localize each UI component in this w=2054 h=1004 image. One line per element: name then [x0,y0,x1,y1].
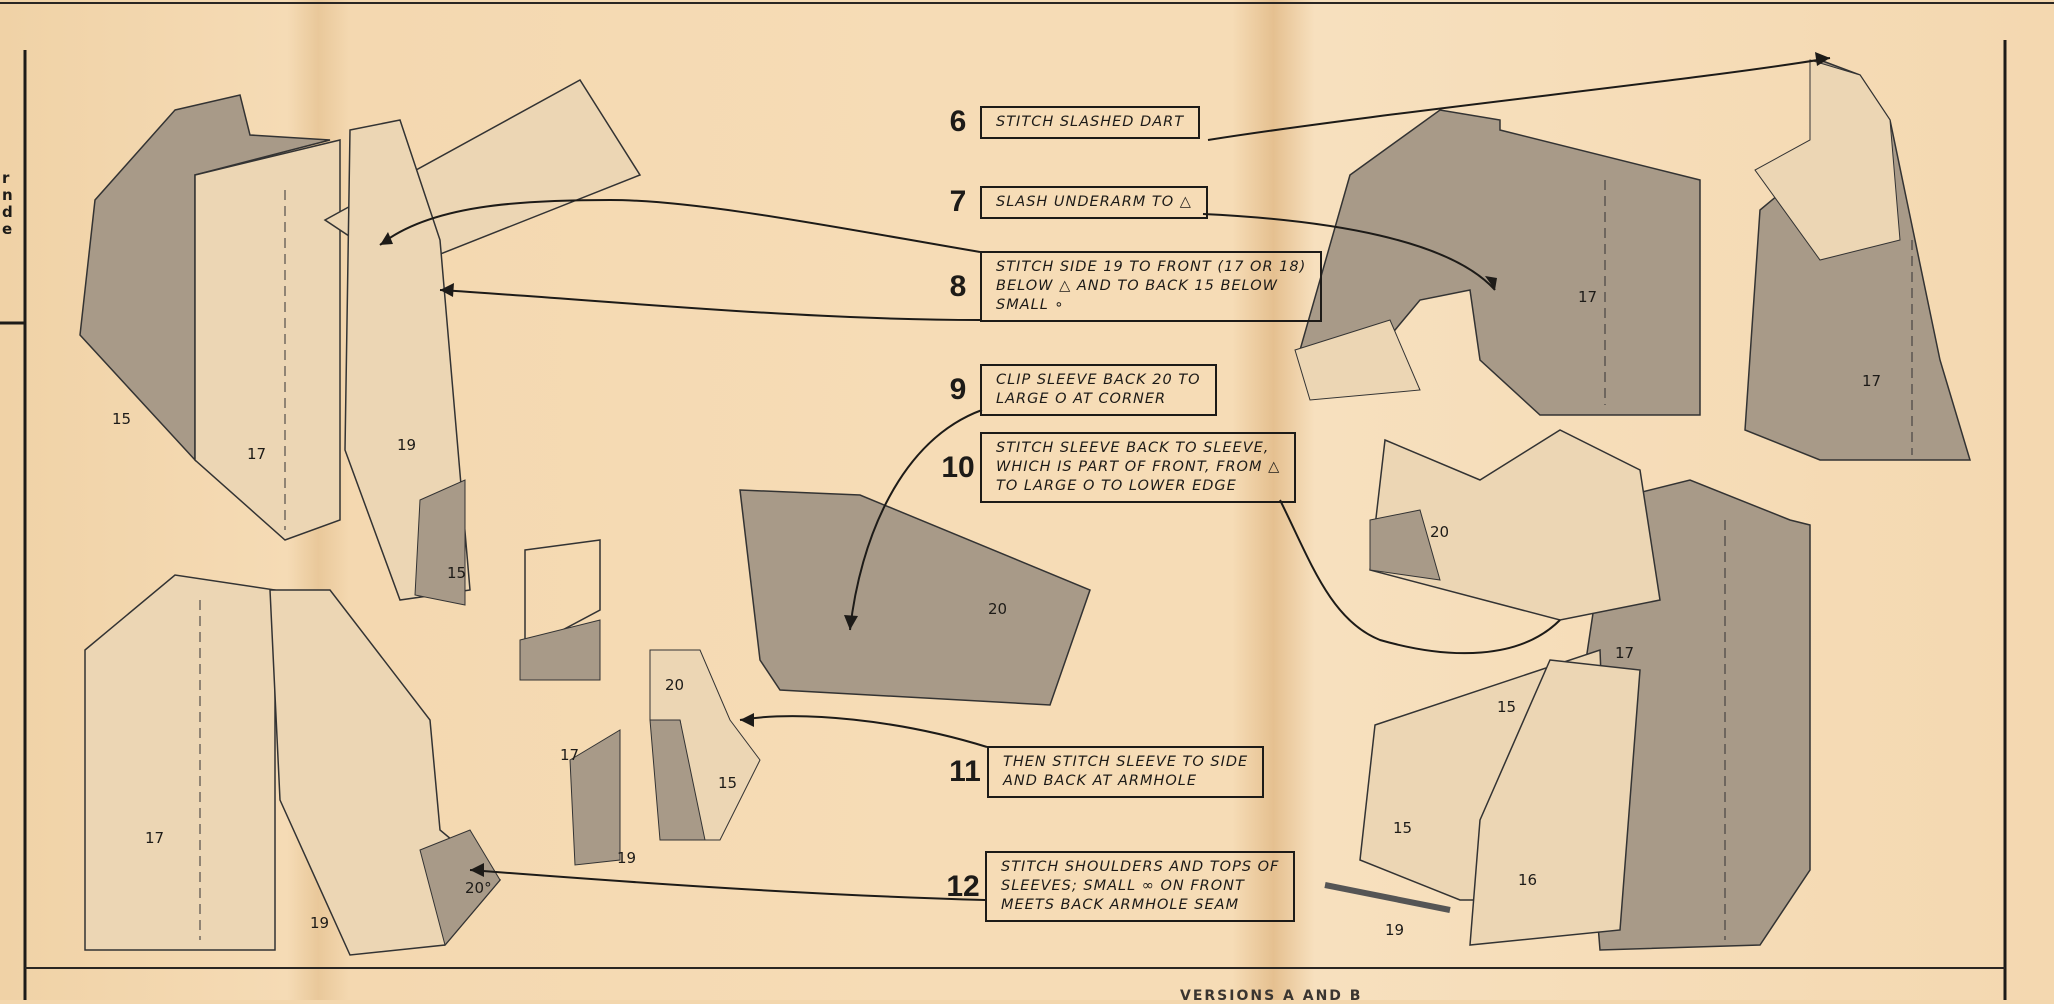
piece-label: 17 [1578,288,1597,306]
margin-char: r [2,169,10,187]
piece-label: 15 [112,410,131,428]
pattern-piece-19 [649,719,706,841]
step-number: 9 [949,373,967,406]
leader-step10 [1279,499,1561,655]
leader-step8b [439,289,981,321]
step-9: 9 CLIP SLEEVE BACK 20 TO LARGE O AT CORN… [936,364,1217,416]
step-number: 12 [946,869,980,903]
leader-step8a [379,198,981,253]
piece-label: 20 [665,676,684,694]
step-8: 8 STITCH SIDE 19 TO FRONT (17 OR 18) BEL… [936,251,1323,322]
step-11: 11 THEN STITCH SLEEVE TO SIDE AND BACK A… [943,746,1265,798]
diagram-step7-right: 17 17 [1294,58,1972,461]
step-instruction: THEN STITCH SLEEVE TO SIDE AND BACK AT A… [987,746,1265,798]
step-number: 8 [949,269,967,303]
pattern-piece-17 [569,729,621,866]
step-number: 7 [949,185,967,218]
diagram-step6-left: 15 17 19 15 [79,79,642,606]
pattern-piece-20 [1369,429,1661,621]
pattern-piece-tape [519,619,601,681]
piece-label: 17 [145,829,164,847]
diagram-step11-middle: 17 20 15 19 20 [519,489,1091,867]
leader-step7 [1202,213,1496,291]
margin-text-fragment: r n d e [2,170,13,238]
pattern-piece-underarm [1294,319,1421,401]
piece-label: 15 [718,774,737,792]
step-instruction: STITCH SLASHED DART [980,105,1201,139]
step-7: 7 SLASH UNDERARM TO △ [936,185,1208,219]
pattern-piece-16 [1469,659,1641,946]
piece-label: 16 [1518,871,1537,889]
pattern-piece-sleeve-corner [419,829,501,947]
pattern-piece-19 [344,119,471,601]
step-instruction: SLASH UNDERARM TO △ [980,185,1208,219]
piece-label: 17 [247,445,266,463]
leader-step9 [849,409,983,631]
piece-label: 17 [560,746,579,764]
piece-label: 19 [397,436,416,454]
step-number: 6 [949,105,967,138]
pattern-piece-17 [194,139,341,541]
arrowheads [380,52,1830,877]
step-12: 12 STITCH SHOULDERS AND TOPS OF SLEEVES;… [941,851,1296,922]
margin-char: n [2,186,13,204]
leader-step6 [1207,57,1831,141]
step-number: 11 [949,755,981,788]
pattern-piece-17 [84,574,276,951]
step-6: 6 STITCH SLASHED DART [936,105,1201,139]
piece-label: 20 [1430,523,1449,541]
leader-step12 [469,869,986,901]
piece-label: 19 [617,849,636,867]
piece-label: 15 [1393,819,1412,837]
pattern-piece-sleeve-back-20 [739,489,1091,706]
piece-label: 17 [1862,372,1881,390]
diagram-step10-right: 17 20 15 15 16 19 [1324,429,1811,951]
footer-heading: VERSIONS A AND B [1180,988,1363,1004]
piece-label: 17 [1615,644,1634,662]
step-instruction: CLIP SLEEVE BACK 20 TO LARGE O AT CORNER [980,364,1217,416]
piece-label: 15 [1497,698,1516,716]
pattern-piece-shoulder [1754,59,1901,261]
margin-char: e [2,220,13,238]
piece-label: 20° [465,879,492,897]
step-instruction: STITCH SIDE 19 TO FRONT (17 OR 18) BELOW… [980,251,1323,322]
step-number: 10 [941,450,975,484]
piece-label: 19 [1385,921,1404,939]
leader-step11 [739,715,988,748]
piece-label: 19 [310,914,329,932]
piece-label: 15 [447,564,466,582]
pattern-piece-15-small [414,479,466,606]
step-10: 10 STITCH SLEEVE BACK TO SLEEVE, WHICH I… [936,432,1297,503]
piece-label: 20 [988,600,1007,618]
diagram-step12-left: 17 19 20° [84,574,502,956]
margin-char: d [2,203,13,221]
step-instruction: STITCH SLEEVE BACK TO SLEEVE, WHICH IS P… [980,432,1297,503]
leader-lines [379,57,1831,901]
step-instruction: STITCH SHOULDERS AND TOPS OF SLEEVES; SM… [985,851,1296,922]
